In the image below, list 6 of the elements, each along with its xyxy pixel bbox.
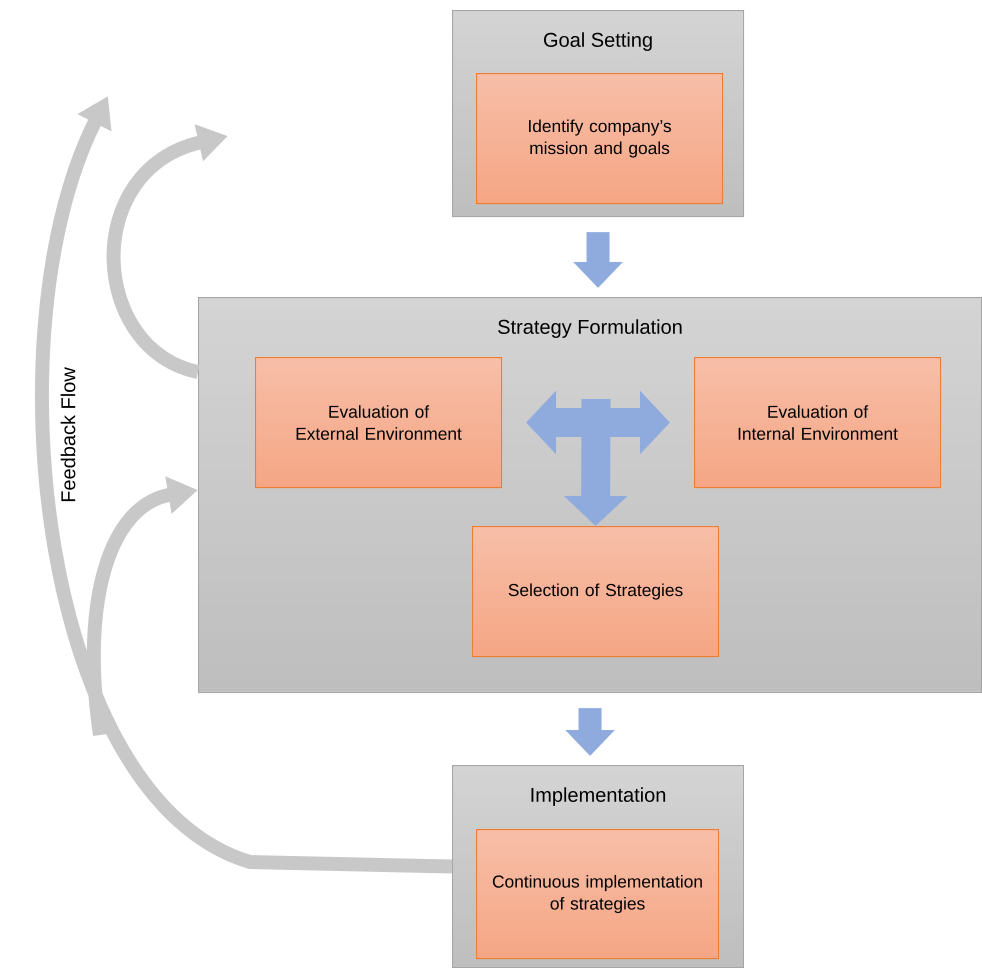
step-box: Evaluation of Internal Environment bbox=[694, 357, 942, 488]
step-box: Evaluation of External Environment bbox=[255, 357, 502, 488]
step-box: Identify company’s mission and goals bbox=[476, 73, 724, 204]
step-box: Continuous implementation of strategies bbox=[476, 829, 720, 960]
rotated-label: Feedback Flow bbox=[60, 367, 76, 502]
step-box: Selection of Strategies bbox=[472, 526, 720, 658]
